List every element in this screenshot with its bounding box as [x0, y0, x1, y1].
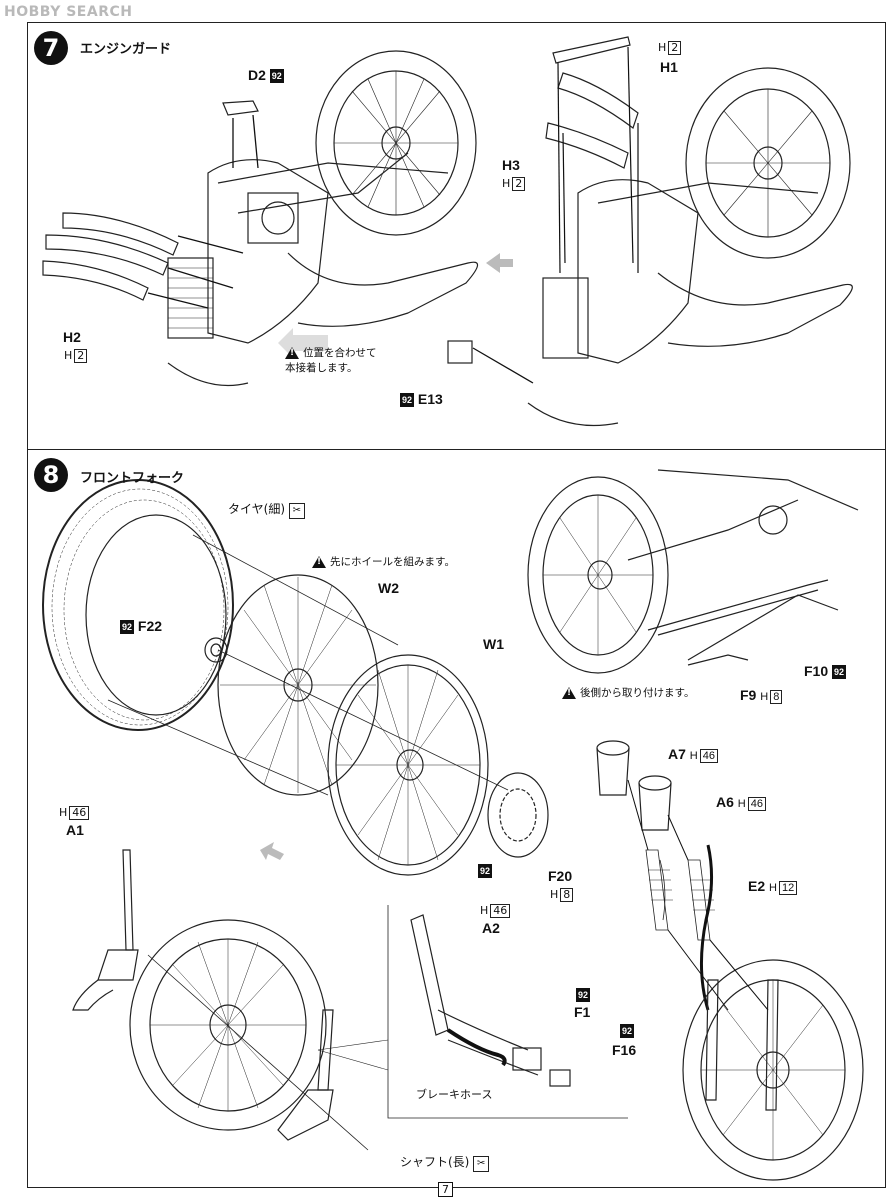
label-f10: F10 92 [804, 663, 847, 680]
label-tire: タイヤ(細) ✂ [228, 500, 305, 519]
label-e13: 92 E13 [400, 391, 443, 408]
step-7-title: エンジンガード [80, 42, 172, 57]
label-shaft: シャフト(長) ✂ [400, 1153, 490, 1172]
badge-92: 92 [400, 393, 414, 408]
warning-icon [562, 687, 576, 699]
badge-92: 92 [269, 69, 284, 84]
label-d2: D2 92 [248, 67, 284, 84]
step-8-panel: 8 フロントフォーク タイヤ(細) ✂ 先にホイールを組みます。 W2 92 F… [27, 450, 886, 1188]
label-w2: W2 [378, 580, 399, 596]
warning-icon [312, 556, 326, 568]
label-h1: H1 [660, 59, 678, 75]
step-7-illustration [42, 36, 853, 426]
badge-f20-92: 92 [478, 864, 492, 879]
page-number: 7 [438, 1182, 453, 1197]
label-f20: F20 [548, 868, 573, 884]
badge-f16-92: 92 [620, 1024, 634, 1039]
note-wheel-first: 先にホイールを組みます。 [312, 554, 455, 569]
note-rear-side: 後側から取り付けます。 [562, 685, 694, 700]
label-a1: A1 [66, 822, 84, 838]
warning-icon [285, 347, 299, 359]
label-f16: F16 [612, 1042, 637, 1058]
label-brake-hose: ブレーキホース [416, 1088, 493, 1101]
watermark-logo: HOBBY SEARCH [4, 4, 133, 20]
badge-f1-92: 92 [576, 988, 590, 1003]
cutter-icon: ✂ [288, 503, 305, 519]
cutter-icon: ✂ [473, 1156, 490, 1172]
badge-92: 92 [832, 665, 847, 680]
label-w1: W1 [483, 636, 504, 652]
step-7-number: 7 [34, 31, 68, 65]
badge-92: 92 [120, 620, 134, 635]
label-a2: A2 [482, 920, 500, 936]
label-f1: F1 [574, 1004, 591, 1020]
step-7-panel: 7 エンジンガード D2 92 H2 H2 位置を合わせて 本接着します。 H2… [27, 22, 886, 450]
label-h2: H2 [63, 329, 81, 345]
step-8-number: 8 [34, 458, 68, 492]
step-8-title: フロントフォーク [80, 471, 185, 486]
step-8-illustration [42, 469, 864, 1181]
note-align: 位置を合わせて 本接着します。 [285, 345, 395, 375]
label-f22: 92 F22 [120, 618, 163, 635]
label-h3: H3 [502, 157, 520, 173]
